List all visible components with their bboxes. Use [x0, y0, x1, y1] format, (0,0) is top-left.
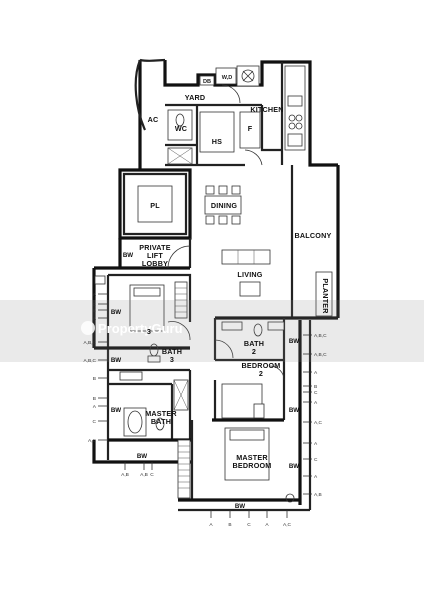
label-wd: W,D	[222, 75, 233, 81]
right-tick-label: A,B,C	[314, 333, 327, 339]
left-bottom-tick-label: C	[150, 472, 154, 478]
left-bottom-tick-label: A,B	[121, 472, 129, 478]
label-bedroom2-1: BEDROOM	[242, 361, 281, 370]
brand-logo-icon	[81, 321, 95, 335]
bw-mbed-right: BW	[289, 463, 299, 470]
label-dining: DINING	[211, 201, 238, 210]
label-living: LIVING	[237, 270, 262, 279]
right-tick-label: A	[314, 400, 318, 406]
label-bath3-1: BATH	[162, 347, 182, 356]
fixtures	[94, 59, 333, 503]
right-tick-label: A	[314, 474, 318, 480]
left-tick-label: A,C	[88, 438, 97, 444]
watermark: PropertyGuru	[0, 300, 424, 362]
label-f: F	[248, 124, 253, 133]
label-pl: PL	[150, 201, 160, 210]
right-tick-label: A,B,C	[314, 352, 327, 358]
right-tick-label: A	[314, 441, 318, 447]
label-wc: WC	[175, 124, 187, 133]
bw-mbath-left: BW	[111, 407, 121, 414]
bottom-ticks: A B C A A,C	[209, 510, 292, 528]
label-hs: HS	[212, 137, 222, 146]
bottom-tick-label: A,C	[283, 522, 292, 528]
bottom-tick-label: C	[247, 522, 251, 528]
right-tick-label: A	[314, 370, 318, 376]
label-bedroom3-num: 3	[147, 327, 151, 336]
left-tick-label: A	[93, 292, 97, 298]
label-lobby-1: PRIVATE	[139, 243, 170, 252]
right-tick-label: A,B	[314, 492, 322, 498]
bw-bed2-right: BW	[289, 407, 299, 414]
label-masterbed-1: MASTER	[236, 453, 268, 462]
bottom-tick-label: A	[265, 522, 269, 528]
right-tick-label: C	[314, 390, 318, 396]
left-tick-label: B	[93, 396, 96, 402]
bottom-tick-label: B	[228, 522, 231, 528]
label-planter: PLANTER	[321, 278, 330, 314]
room-labels: AC DB W,D YARD KITCHEN WC HS F PL DINING…	[139, 75, 331, 470]
right-tick-label: B	[314, 384, 317, 390]
left-tick-label: B	[93, 308, 96, 314]
label-kitchen: KITCHEN	[250, 105, 283, 114]
left-tick-label: C	[93, 302, 97, 308]
bw-bath3-left: BW	[111, 357, 121, 364]
label-masterbath-1: MASTER	[145, 409, 177, 418]
left-tick-label: A	[93, 316, 97, 322]
left-tick-label: C	[93, 419, 97, 425]
label-bath2-1: BATH	[244, 339, 264, 348]
label-bath3-2: 3	[170, 355, 174, 364]
right-tick-label: A,C	[314, 420, 323, 426]
bw-labels: BW BW BW BW BW BW BW BW BW	[111, 252, 299, 510]
label-balcony: BALCONY	[295, 231, 332, 240]
label-masterbath-2: BATH	[151, 417, 171, 426]
left-tick-label: A,B,C	[83, 340, 96, 346]
left-bottom-tick-label: A,B	[140, 472, 148, 478]
label-db: DB	[203, 79, 211, 85]
left-tick-label: A,B,C	[83, 358, 96, 364]
bw-mbed-bottom: BW	[235, 503, 245, 510]
walls	[92, 58, 340, 512]
label-bath2-2: 2	[252, 347, 256, 356]
bw-bath2-right: BW	[289, 338, 299, 345]
label-bedroom2-2: 2	[259, 369, 263, 378]
label-ac: AC	[148, 115, 159, 124]
label-lobby-3: LOBBY	[142, 259, 168, 268]
right-tick-label: C	[314, 457, 318, 463]
left-tick-label: A	[93, 404, 97, 410]
bw-bed3-left: BW	[111, 309, 121, 316]
label-lobby-2: LIFT	[147, 251, 163, 260]
bw-lobby-left: BW	[123, 252, 133, 259]
label-yard: YARD	[185, 93, 206, 102]
label-masterbed-2: BEDROOM	[233, 461, 272, 470]
left-tick-label: B	[93, 376, 96, 382]
bw-mbath-bottom: BW	[137, 453, 147, 460]
bottom-tick-label: A	[209, 522, 213, 528]
watermark-text: PropertyGuru	[98, 321, 183, 336]
